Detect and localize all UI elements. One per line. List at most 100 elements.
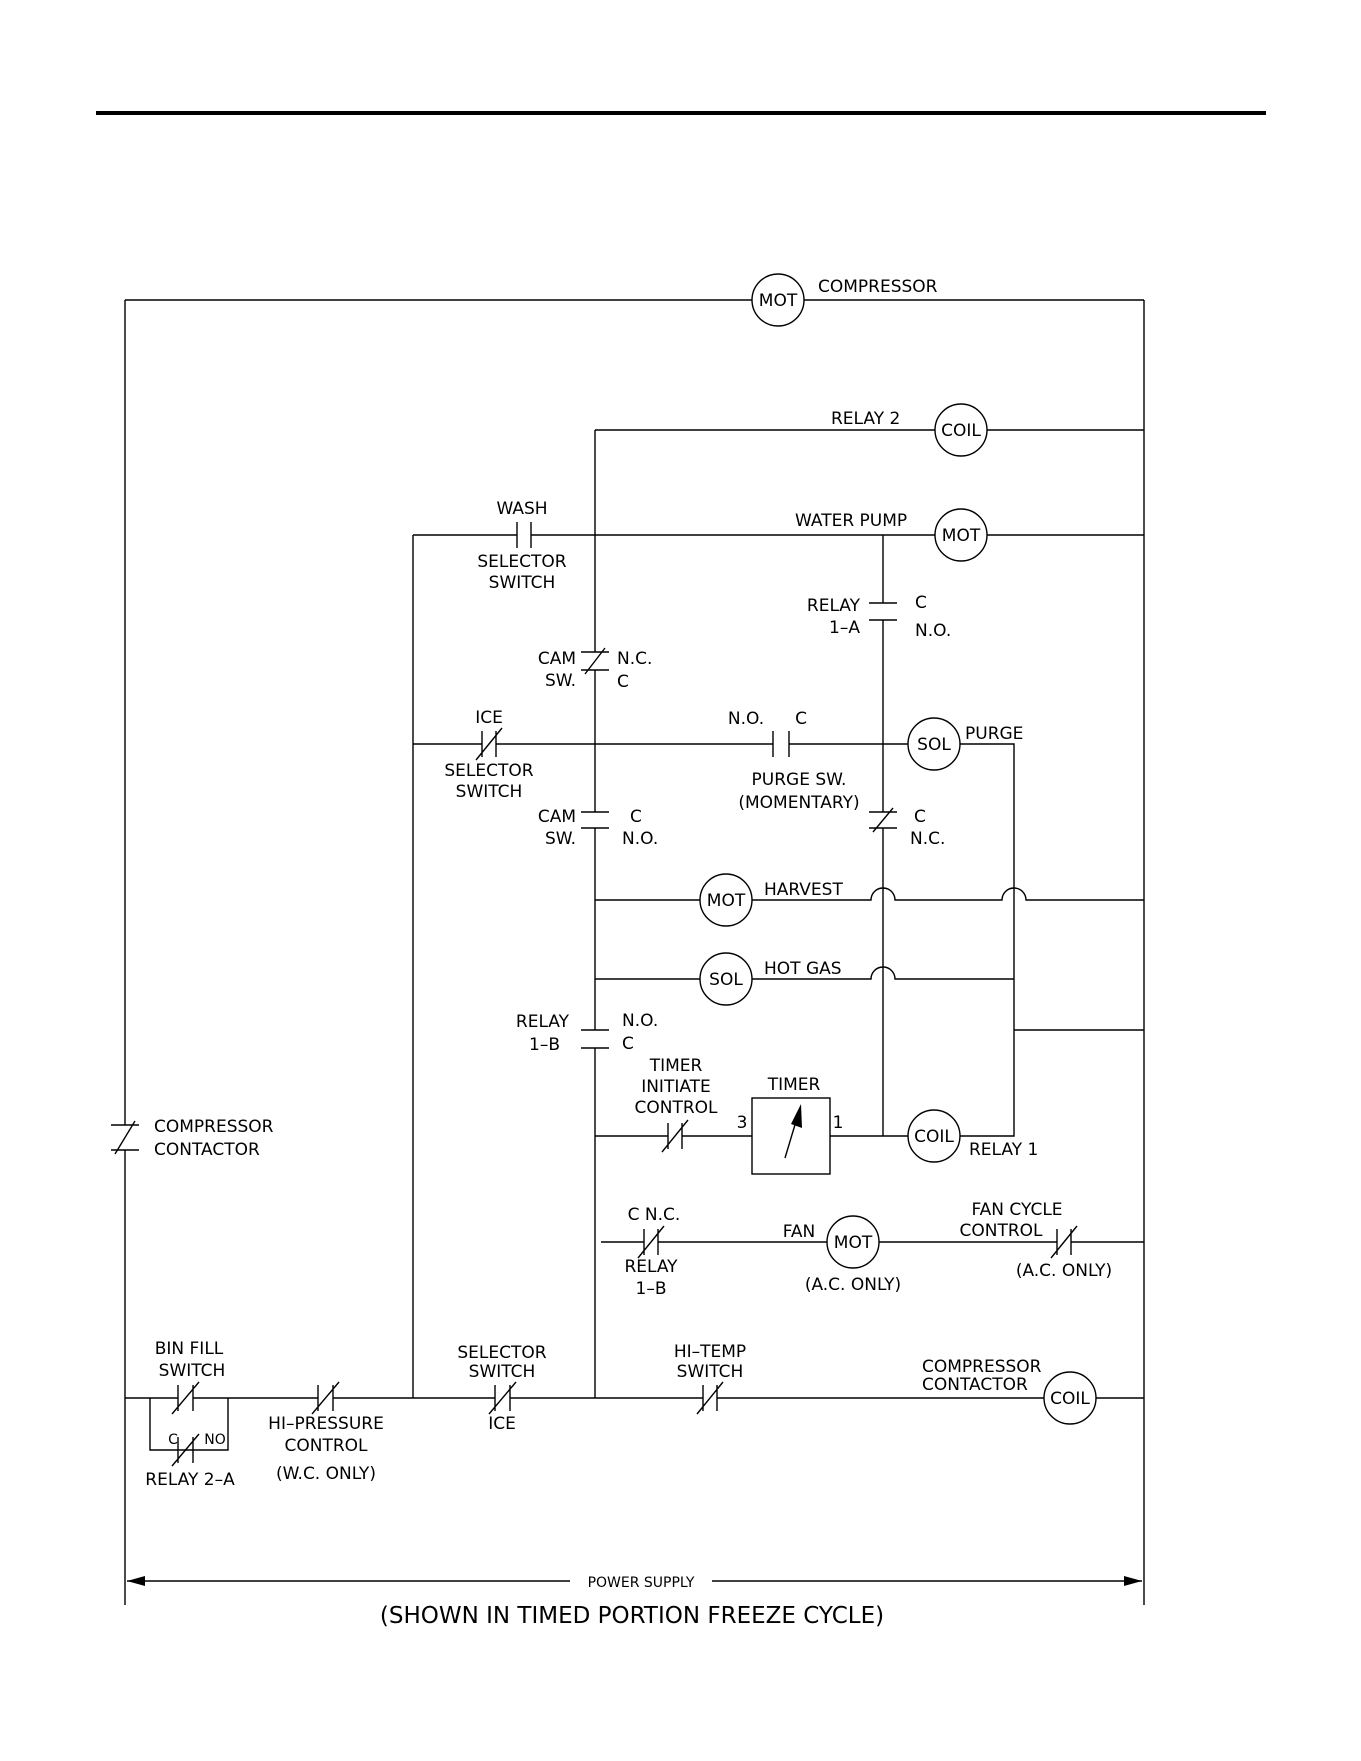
water-pump-symbol-text: MOT (942, 526, 981, 546)
purge-solenoid-symbol (907, 717, 961, 771)
timer-pin-left: 3 (737, 1113, 748, 1133)
cam-lower-line2: SW. (545, 829, 576, 849)
selector-ice-line2: SWITCH (469, 1362, 536, 1382)
harvest-motor-symbol (699, 873, 753, 927)
relay-1b-no-contact (581, 1029, 609, 1049)
compressor-label: COMPRESSOR (818, 277, 938, 297)
compressor-contactor-line2: CONTACTOR (154, 1140, 260, 1160)
purge-sw-line2: (MOMENTARY) (738, 793, 859, 813)
fan-note: (A.C. ONLY) (805, 1275, 901, 1295)
purge-nc-pin-bottom: N.C. (910, 829, 945, 849)
contact-symbols (111, 522, 1078, 1467)
bin-fill-line2: SWITCH (159, 1361, 226, 1381)
purge-nc-pin-top: C (914, 807, 926, 827)
harvest-symbol-text: MOT (707, 891, 746, 911)
relay2-symbol-text: COIL (941, 421, 981, 441)
selector-ice-contact (488, 1381, 517, 1415)
relay-1a-contact (869, 602, 897, 621)
relay-2a-contact (171, 1433, 200, 1467)
rung-harvest (595, 887, 1144, 901)
ice-selector-line1: SELECTOR (444, 761, 533, 781)
contactor-coil-line2: CONTACTOR (922, 1375, 1028, 1395)
timer-initiate-contact (661, 1119, 689, 1153)
power-supply-label: POWER SUPPLY (588, 1575, 695, 1591)
bin-fill-pin-no: NO (204, 1432, 226, 1448)
labels: COMPRESSOR RELAY 2 WATER PUMP WASH SELEC… (145, 277, 1112, 1490)
cam-lower-line1: CAM (538, 807, 576, 827)
relay-1b-nc-line2: 1–B (636, 1279, 667, 1299)
purge-label: PURGE (965, 724, 1023, 744)
selector-ice-bottom: ICE (488, 1414, 516, 1434)
contactor-coil-symbol-text: COIL (1050, 1389, 1090, 1409)
hi-temp-line1: HI–TEMP (674, 1342, 746, 1362)
purge-sw-line1: PURGE SW. (752, 770, 847, 790)
fan-cycle-contact (1050, 1225, 1078, 1259)
compressor-contactor-contact (111, 1120, 139, 1155)
wash-contact (516, 522, 532, 548)
fan-symbol-text: MOT (834, 1233, 873, 1253)
hi-pressure-line2: CONTROL (284, 1436, 368, 1456)
power-supply-dimension: POWER SUPPLY (127, 1575, 1142, 1591)
compressor-contactor-coil-symbol (1043, 1371, 1097, 1425)
timer-pin-right: 1 (833, 1113, 844, 1133)
wash-selector-line1: SELECTOR (477, 552, 566, 572)
bin-fill-contact (171, 1381, 200, 1415)
fan-motor-symbol (826, 1215, 880, 1269)
cam-upper-pin-top: N.C. (617, 649, 652, 669)
water-pump-label: WATER PUMP (795, 511, 907, 531)
timer-initiate-line1: TIMER (649, 1056, 703, 1076)
power-supply-arrow-left (127, 1576, 145, 1586)
compressor-motor-symbol (751, 273, 805, 327)
ice-selector-contact (475, 727, 503, 761)
hi-pressure-line1: HI–PRESSURE (268, 1414, 384, 1434)
purge-sw-contact (772, 731, 790, 757)
relay-1b-nc-pins: C N.C. (628, 1205, 681, 1225)
compressor-contactor-line1: COMPRESSOR (154, 1117, 274, 1137)
loads (699, 273, 1097, 1425)
relay-1a-pin-top: C (915, 593, 927, 613)
relay2-coil-symbol (934, 403, 988, 457)
relay-1b-no-pin-bottom: C (622, 1034, 634, 1054)
hi-pressure-contact (311, 1381, 340, 1415)
purge-sw-pin-left: N.O. (728, 709, 764, 729)
relay2-label: RELAY 2 (831, 409, 900, 429)
relay-1b-no-line1: RELAY (516, 1012, 570, 1032)
hot-gas-solenoid-symbol (699, 952, 753, 1006)
contactor-coil-line1: COMPRESSOR (922, 1357, 1042, 1377)
relay-1b-nc-contact (637, 1225, 665, 1259)
fan-cycle-note: (A.C. ONLY) (1016, 1261, 1112, 1281)
rung-main (125, 1397, 1144, 1451)
cam-upper-contact (581, 647, 609, 675)
timer-needle-head (791, 1104, 802, 1128)
rung-purge (413, 743, 1015, 1137)
hi-temp-contact (696, 1381, 724, 1415)
cam-upper-line2: SW. (545, 671, 576, 691)
hi-pressure-line3: (W.C. ONLY) (276, 1464, 376, 1484)
fan-cycle-line1: FAN CYCLE (971, 1200, 1062, 1220)
wash-selector-line2: SWITCH (489, 573, 556, 593)
wash-label: WASH (496, 499, 547, 519)
hi-temp-line2: SWITCH (677, 1362, 744, 1382)
relay-1a-line1: RELAY (807, 596, 861, 616)
purge-symbol-text: SOL (917, 735, 951, 755)
relay-1b-nc-line1: RELAY (624, 1257, 678, 1277)
diagram-caption: (SHOWN IN TIMED PORTION FREEZE CYCLE) (380, 1603, 884, 1629)
relay-2a-label: RELAY 2–A (145, 1470, 235, 1490)
cam-lower-pin-top: C (630, 807, 642, 827)
bin-fill-pin-c: C (168, 1432, 178, 1448)
ice-label: ICE (475, 708, 503, 728)
purge-nc-contact (869, 807, 897, 833)
relay1-label: RELAY 1 (969, 1140, 1038, 1160)
power-supply-arrow-right (1124, 1576, 1142, 1586)
water-pump-motor-symbol (934, 508, 988, 562)
timer-initiate-line2: INITIATE (641, 1077, 711, 1097)
wiring (124, 299, 1145, 1605)
relay-1b-no-line2: 1–B (529, 1035, 560, 1055)
rung-hot-gas (595, 966, 1014, 980)
cam-upper-line1: CAM (538, 649, 576, 669)
compressor-symbol-text: MOT (759, 291, 798, 311)
relay-1a-pin-bottom: N.O. (915, 621, 951, 641)
cam-lower-contact (581, 811, 609, 829)
hot-gas-label: HOT GAS (764, 959, 842, 979)
